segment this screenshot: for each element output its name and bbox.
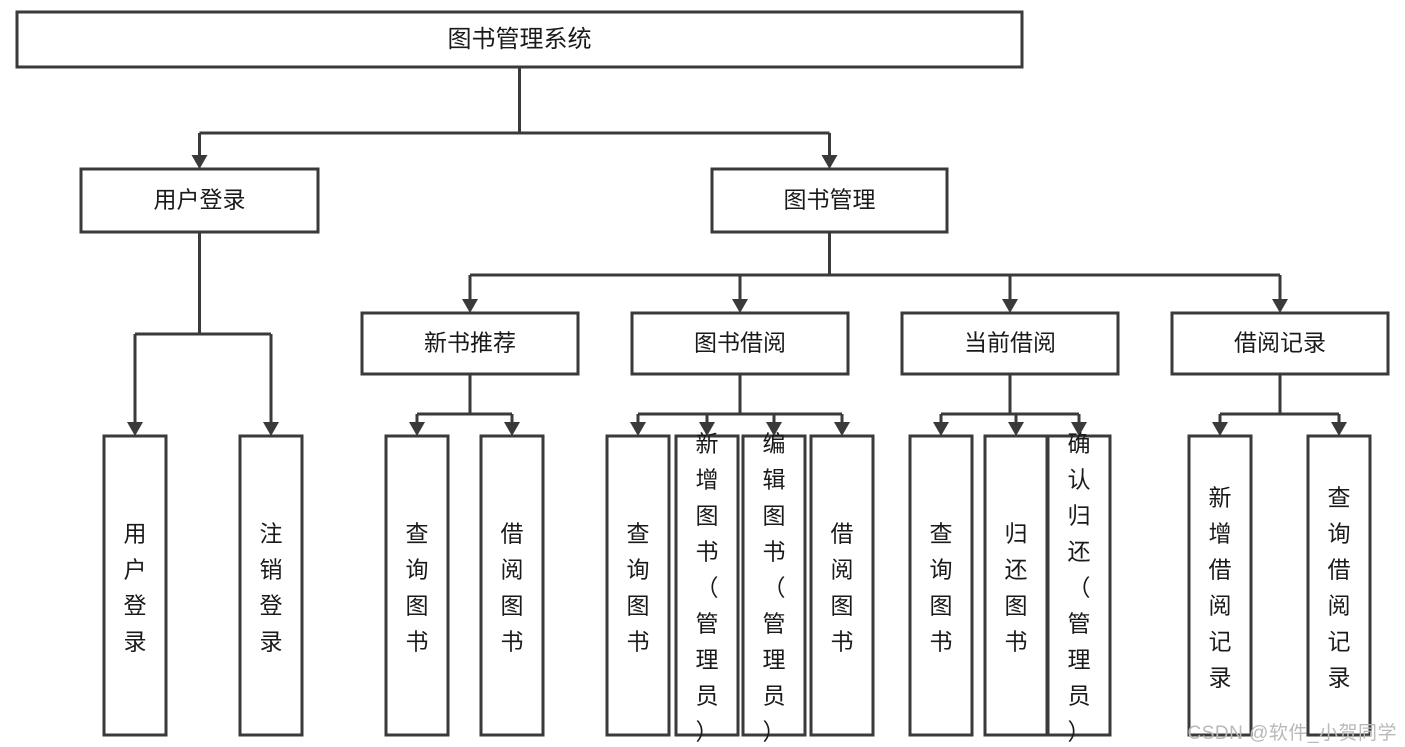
leaf-new-book-1-label: 借阅图书 bbox=[501, 521, 524, 655]
leaf-new-book-1[interactable]: 借阅图书 bbox=[479, 434, 545, 737]
leaf-book-borrow-1-label: 新增图书（管理员） bbox=[696, 431, 719, 745]
book-management-to-level3-arrow-1 bbox=[732, 299, 748, 313]
leaf-current-borrow-bus-arrow-0 bbox=[933, 422, 949, 436]
node-layer: 图书管理系统用户登录图书管理新书推荐图书借阅当前借阅借阅记录用户登录注销登录查询… bbox=[15, 10, 1390, 745]
book-management-to-level3-arrow-2 bbox=[1002, 299, 1018, 313]
node-book-management-rect bbox=[710, 167, 949, 234]
node-user-login-rect bbox=[79, 167, 320, 234]
leaf-book-borrow-3[interactable]: 借阅图书 bbox=[809, 434, 875, 737]
book-management-to-level3-arrow-0 bbox=[462, 299, 478, 313]
node-book-management-label: 图书管理 bbox=[784, 187, 876, 213]
leaf-current-borrow-2-rect bbox=[1046, 434, 1112, 737]
node-root[interactable]: 图书管理系统 bbox=[15, 10, 1024, 69]
leaf-user-login-0[interactable]: 用户登录 bbox=[102, 434, 168, 737]
leaf-borrow-record-0[interactable]: 新增借阅记录 bbox=[1187, 434, 1253, 737]
node-borrow-record[interactable]: 借阅记录 bbox=[1170, 311, 1390, 376]
watermark-text: CSDN @软件_小贺同学 bbox=[1187, 723, 1397, 744]
node-new-book-recommend-label: 新书推荐 bbox=[424, 330, 516, 356]
leaf-borrow-record-1-label: 查询借阅记录 bbox=[1328, 485, 1351, 691]
leaf-current-borrow-1-label: 归还图书 bbox=[1005, 521, 1028, 655]
root-to-level2-arrow-1 bbox=[821, 155, 838, 169]
node-borrow-record-rect bbox=[1170, 311, 1390, 376]
node-root-label: 图书管理系统 bbox=[448, 26, 592, 53]
leaf-book-borrow-0[interactable]: 查询图书 bbox=[605, 434, 671, 737]
leaf-current-borrow-2-label: 确认归还（管理员） bbox=[1068, 431, 1091, 745]
leaf-book-borrow-2[interactable]: 编辑图书（管理员） bbox=[741, 431, 807, 745]
leaf-borrow-record-1[interactable]: 查询借阅记录 bbox=[1306, 434, 1372, 737]
node-new-book-recommend-rect bbox=[360, 311, 580, 376]
node-book-borrow[interactable]: 图书借阅 bbox=[630, 311, 850, 376]
leaf-user-login-0-rect bbox=[102, 434, 168, 737]
leaf-current-borrow-bus-arrow-2 bbox=[1071, 422, 1087, 436]
leaf-borrow-record-bus-arrow-0 bbox=[1212, 422, 1228, 436]
leaf-borrow-record-0-rect bbox=[1187, 434, 1253, 737]
leaf-new-book-1-rect bbox=[479, 434, 545, 737]
leaf-new-book-0[interactable]: 查询图书 bbox=[384, 434, 450, 737]
leaf-borrow-record-bus-arrow-1 bbox=[1331, 422, 1347, 436]
leaf-book-borrow-0-label: 查询图书 bbox=[627, 521, 650, 655]
leaf-book-borrow-bus-arrow-2 bbox=[766, 422, 782, 436]
leaf-book-borrow-bus-arrow-0 bbox=[630, 422, 646, 436]
book-management-to-level3-arrow-3 bbox=[1272, 299, 1288, 313]
leaf-user-login-bus-arrow-1 bbox=[263, 422, 279, 436]
leaf-current-borrow-1[interactable]: 归还图书 bbox=[983, 434, 1049, 737]
leaf-current-borrow-2[interactable]: 确认归还（管理员） bbox=[1046, 431, 1112, 745]
leaf-user-login-1-rect bbox=[238, 434, 304, 737]
node-borrow-record-label: 借阅记录 bbox=[1234, 330, 1326, 356]
leaf-book-borrow-2-rect bbox=[741, 434, 807, 737]
leaf-current-borrow-0[interactable]: 查询图书 bbox=[908, 434, 974, 737]
node-new-book-recommend[interactable]: 新书推荐 bbox=[360, 311, 580, 376]
leaf-current-borrow-bus-arrow-1 bbox=[1008, 422, 1024, 436]
leaf-book-borrow-3-rect bbox=[809, 434, 875, 737]
leaf-new-book-bus-arrow-0 bbox=[409, 422, 425, 436]
node-current-borrow-rect bbox=[900, 311, 1120, 376]
leaf-book-borrow-bus-arrow-1 bbox=[699, 422, 715, 436]
connector-layer bbox=[127, 67, 1347, 436]
node-user-login-label: 用户登录 bbox=[154, 187, 246, 213]
node-book-management[interactable]: 图书管理 bbox=[710, 167, 949, 234]
leaf-book-borrow-2-label: 编辑图书（管理员） bbox=[763, 431, 786, 745]
node-book-borrow-label: 图书借阅 bbox=[694, 330, 786, 356]
leaf-borrow-record-0-label: 新增借阅记录 bbox=[1209, 485, 1232, 691]
leaf-book-borrow-1[interactable]: 新增图书（管理员） bbox=[674, 431, 740, 745]
leaf-user-login-bus-arrow-0 bbox=[127, 422, 143, 436]
node-current-borrow[interactable]: 当前借阅 bbox=[900, 311, 1120, 376]
leaf-book-borrow-1-rect bbox=[674, 434, 740, 737]
leaf-new-book-bus-arrow-1 bbox=[504, 422, 520, 436]
root-to-level2-arrow-0 bbox=[191, 155, 208, 169]
leaf-new-book-0-label: 查询图书 bbox=[406, 521, 429, 655]
leaf-user-login-1[interactable]: 注销登录 bbox=[238, 434, 304, 737]
leaf-current-borrow-0-rect bbox=[908, 434, 974, 737]
leaf-current-borrow-0-label: 查询图书 bbox=[930, 521, 953, 655]
node-user-login[interactable]: 用户登录 bbox=[79, 167, 320, 234]
node-book-borrow-rect bbox=[630, 311, 850, 376]
leaf-user-login-1-label: 注销登录 bbox=[260, 521, 283, 655]
leaf-borrow-record-1-rect bbox=[1306, 434, 1372, 737]
leaf-current-borrow-1-rect bbox=[983, 434, 1049, 737]
node-root-rect bbox=[15, 10, 1024, 69]
leaf-book-borrow-0-rect bbox=[605, 434, 671, 737]
leaf-new-book-0-rect bbox=[384, 434, 450, 737]
node-current-borrow-label: 当前借阅 bbox=[964, 330, 1056, 356]
leaf-user-login-0-label: 用户登录 bbox=[124, 521, 147, 655]
leaf-book-borrow-bus-arrow-3 bbox=[834, 422, 850, 436]
leaf-book-borrow-3-label: 借阅图书 bbox=[831, 521, 854, 655]
